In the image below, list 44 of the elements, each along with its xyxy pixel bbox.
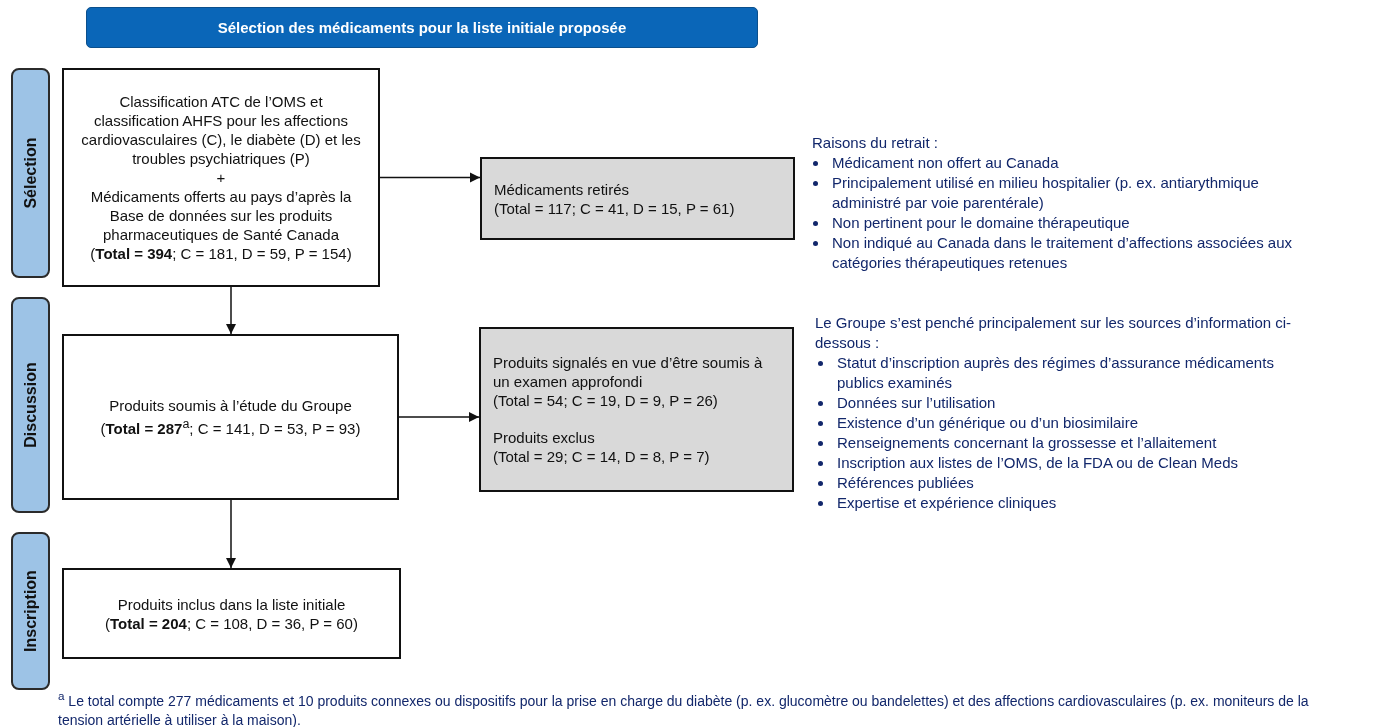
note-heading: Le Groupe s’est penché principalement sur les sources d’information ci-dessous :	[815, 313, 1293, 353]
arrow	[225, 499, 237, 569]
bullet-item: Non pertinent pour le domaine thérapeutique	[832, 213, 1130, 233]
stage-band	[11, 297, 50, 513]
bullet-item: Renseignements concernant la grossesse et l’allaitement	[837, 433, 1217, 453]
stage-label: Discussion	[21, 362, 40, 448]
footnote: $^{a}$ Le total compte 277 médicaments et 10 produits connexes ou dispositifs pour la prise en charge du diabète (p. ex. glucomètre ou bandelettes) et des affections cardiovasculaires (p. ex. moniteurs de la tension artérielle à utiliser à la maison).	[58, 688, 1310, 727]
process-box	[480, 157, 795, 240]
arrow	[398, 411, 480, 423]
process-box	[62, 334, 399, 500]
box-text: (Total = 394; C = 181, D = 59, P = 154)	[90, 244, 352, 263]
bullet-item: Principalement utilisé en milieu hospitalier (p. ex. antiarythmique administré par voie parentérale)	[832, 173, 1260, 213]
stage-label: Inscription	[21, 570, 40, 652]
box-text: (Total = 29; C = 14, D = 8, P = 7)	[493, 447, 710, 466]
box-text: (Total = 54; C = 19, D = 9, P = 26)	[493, 391, 718, 410]
bullet-item: Médicament non offert au Canada	[832, 153, 1059, 173]
box-text: +	[216, 168, 226, 187]
process-box	[62, 68, 380, 287]
stage-band	[11, 532, 50, 690]
bullet-item: Non indiqué au Canada dans le traitement d’affections associées aux catégories thérapeutiques retenues	[832, 233, 1294, 273]
bullet-item: Données sur l’utilisation	[837, 393, 996, 413]
arrow	[225, 286, 237, 335]
box-text: Médicaments offerts au pays d’après la Base de données sur les produits pharmaceutiques de Santé Canada	[89, 187, 353, 244]
box-text: (Total = 204; C = 108, D = 36, P = 60)	[105, 613, 358, 633]
bullet-item: Expertise et expérience cliniques	[837, 493, 1057, 513]
bullet-item: Existence d’un générique ou d’un biosimilaire	[837, 413, 1139, 433]
bullet-item: Inscription aux listes de l’OMS, de la FDA ou de Clean Meds	[837, 453, 1239, 473]
stage-label: Sélection	[21, 137, 40, 209]
box-text: Produits inclus dans la liste initiale	[117, 594, 346, 614]
box-text: Produits exclus	[493, 428, 595, 447]
process-box	[62, 568, 401, 659]
stage-band	[11, 68, 50, 278]
note-heading: Raisons du retrait :	[812, 133, 939, 153]
bullet-item: Statut d’inscription auprès des régimes d’assurance médicaments publics examinés	[837, 353, 1275, 393]
box-text: Classification ATC de l’OMS et classification AHFS pour les affections cardiovasculaires (C), le diabète (D) et les troubles psychiatriques (P)	[80, 92, 362, 168]
box-text: (Total = 117; C = 41, D = 15, P = 61)	[494, 198, 735, 218]
box-text: Médicaments retirés	[494, 179, 630, 199]
box-text: Produits soumis à l’étude du Groupe	[109, 396, 352, 415]
bullet-item: Références publiées	[837, 473, 974, 493]
process-box	[479, 327, 794, 492]
box-text: (Total = 287$^{a}$; C = 141, D = 53, P = 93)	[100, 416, 361, 438]
arrow	[379, 172, 481, 183]
title-banner: Sélection des médicaments pour la liste initiale proposée	[86, 7, 758, 48]
box-text: Produits signalés en vue d’être soumis à un examen approfondi	[493, 353, 764, 391]
